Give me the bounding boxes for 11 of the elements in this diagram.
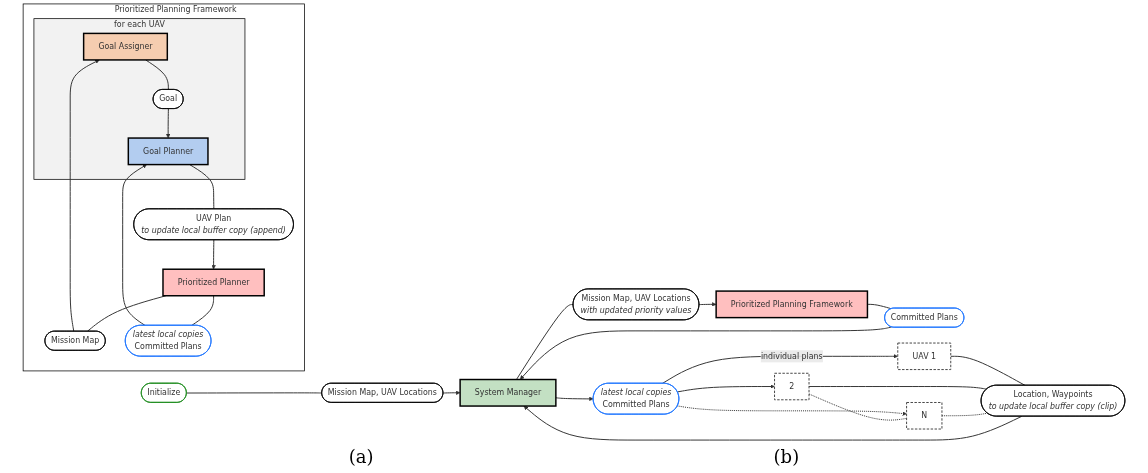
- panel-label: (b): [773, 446, 800, 467]
- connector: [145, 59, 169, 91]
- connector: [186, 392, 323, 394]
- connector: [189, 164, 215, 210]
- connector: [941, 412, 988, 417]
- panel-label: (a): [348, 446, 374, 467]
- connector: [950, 355, 1026, 386]
- connector: [808, 386, 988, 390]
- connector: [191, 295, 215, 326]
- connector: [808, 393, 908, 421]
- connector: [515, 304, 574, 380]
